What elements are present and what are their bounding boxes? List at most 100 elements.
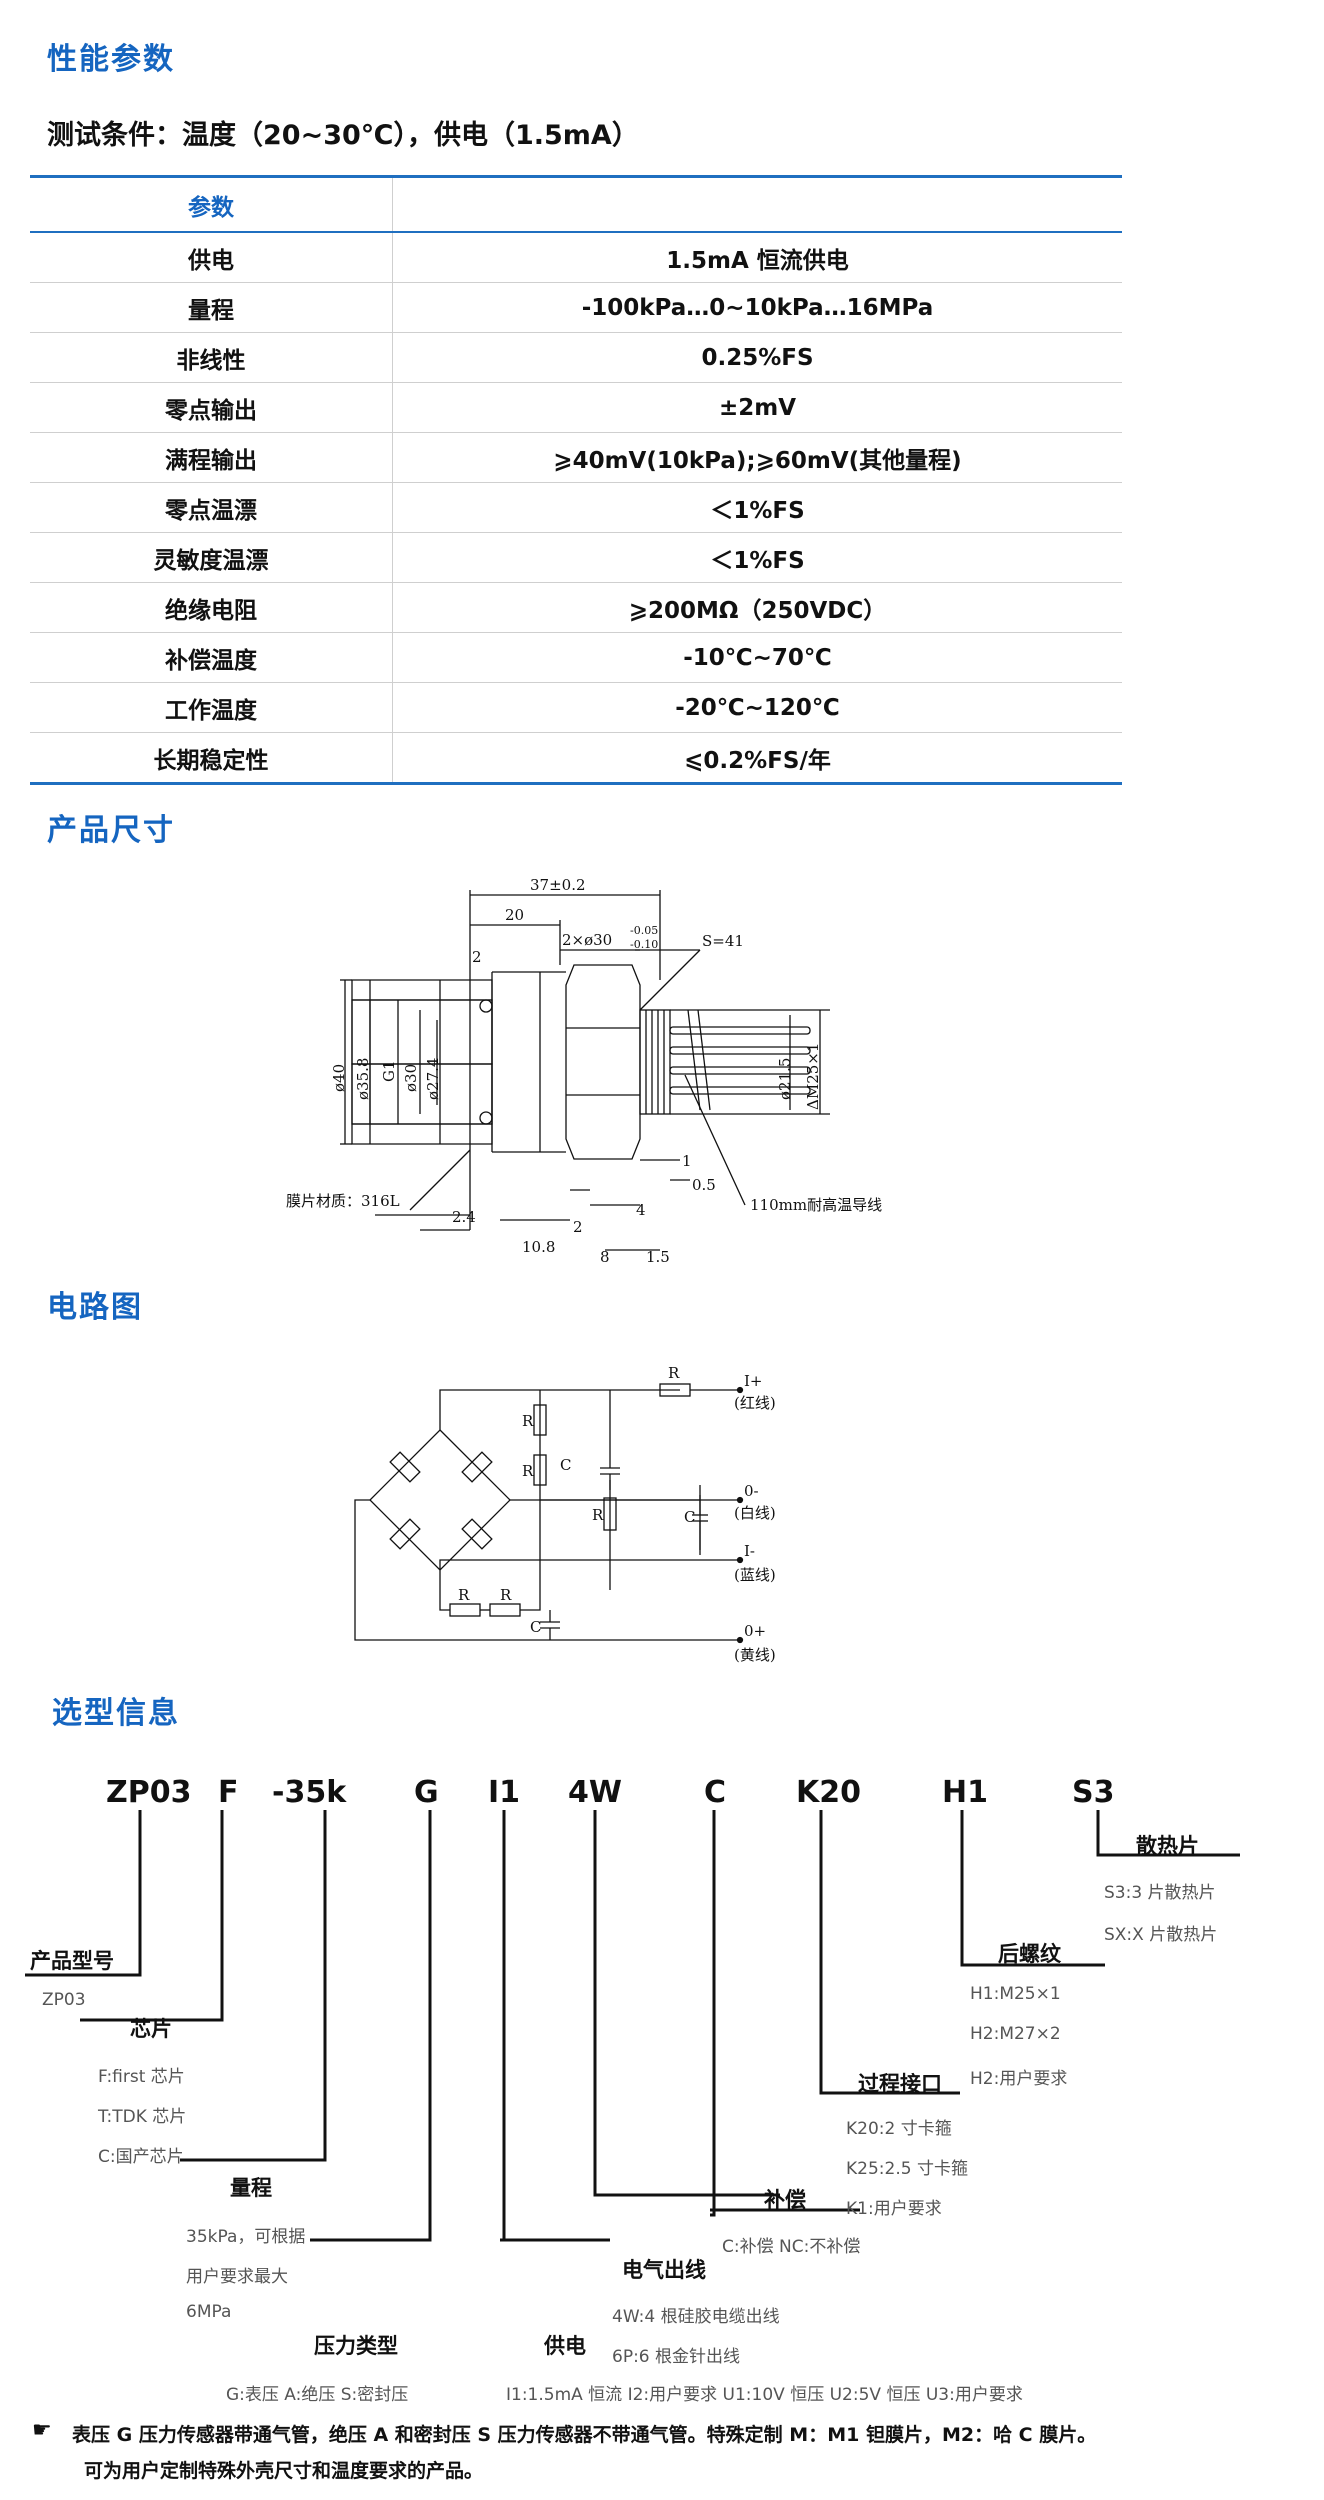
dim-label: -0.05 — [630, 924, 658, 937]
param-value: 1.5mA 恒流供电 — [392, 232, 1122, 283]
group-title-power: 供电 — [544, 2334, 586, 2358]
drawing-body-outline — [351, 979, 493, 1145]
param-value: -20℃~120℃ — [392, 682, 1122, 733]
spec-header-empty — [392, 175, 1122, 233]
drawing-hex-nut — [565, 964, 641, 1160]
selection-connectors — [25, 1810, 1240, 2242]
drawing-thread — [639, 1009, 671, 1115]
option-item: K1:用户要求 — [846, 2199, 942, 2219]
param-name: 绝缘电阻 — [30, 582, 393, 633]
code-output: 4W — [568, 1775, 622, 1810]
dim-label: 37±0.2 — [530, 876, 586, 894]
dimension-drawing: 37±0.2 20 2×ø30 -0.05 -0.10 S=41 2 ø40 ø… — [286, 876, 882, 1266]
code-pressure-type: G — [414, 1775, 439, 1810]
bridge-diamond — [369, 1429, 511, 1571]
table-row: 满程输出⩾40mV(10kPa);⩾60mV(其他量程) — [30, 432, 1122, 483]
code-power: I1 — [488, 1775, 521, 1810]
terminal-pin: I- — [744, 1542, 755, 1560]
code-range: -35k — [272, 1775, 347, 1810]
param-name: 工作温度 — [30, 682, 393, 733]
terminal-color: (黄线) — [734, 1646, 776, 1664]
terminal-pin: 0- — [744, 1482, 759, 1500]
capacitor-label: C — [530, 1618, 541, 1636]
drawing-front-flange — [351, 999, 493, 1065]
param-name: 补偿温度 — [30, 632, 393, 683]
group-title-chip: 芯片 — [130, 2017, 172, 2041]
option-item: K20:2 寸卡箍 — [846, 2119, 952, 2139]
param-name: 长期稳定性 — [30, 732, 393, 785]
param-value: 0.25%FS — [392, 332, 1122, 383]
group-title-process-connection: 过程接口 — [858, 2072, 942, 2096]
terminal-color: (红线) — [734, 1394, 776, 1412]
dim-label: ø40 — [330, 1064, 348, 1092]
dim-label: 2.4 — [452, 1208, 476, 1226]
dim-label: 2 — [573, 1218, 583, 1236]
resistor-label: R — [668, 1364, 680, 1382]
resistor-label: R — [500, 1586, 512, 1604]
table-row: 灵敏度温漂＜1%FS — [30, 532, 1122, 583]
dim-label: 2 — [472, 948, 482, 966]
table-row: 绝缘电阻⩾200MΩ（250VDC） — [30, 582, 1122, 633]
dim-label: ø30 — [402, 1064, 420, 1092]
test-condition: 测试条件：温度（20~30℃），供电（1.5mA） — [47, 120, 639, 151]
dim-label: ø35.8 — [354, 1058, 372, 1100]
table-row: 补偿温度-10℃~70℃ — [30, 632, 1122, 683]
param-name: 供电 — [30, 232, 393, 283]
note-line-2: 可为用户定制特殊外壳尺寸和温度要求的产品。 — [84, 2460, 484, 2482]
dim-label: 8 — [600, 1248, 610, 1266]
wire-note: 110mm耐高温导线 — [750, 1196, 882, 1214]
param-name: 零点输出 — [30, 382, 393, 433]
param-name: 零点温漂 — [30, 482, 393, 533]
resistor-label: R — [522, 1462, 534, 1480]
option-item: T:TDK 芯片 — [98, 2107, 187, 2127]
param-value: -100kPa…0~10kPa…16MPa — [392, 282, 1122, 333]
param-value: ＜1%FS — [392, 532, 1122, 583]
option-item: 6MPa — [186, 2302, 232, 2322]
section-title-selection: 选型信息 — [52, 1696, 180, 1731]
table-row: 零点温漂＜1%FS — [30, 482, 1122, 533]
table-row: 长期稳定性⩽0.2%FS/年 — [30, 732, 1122, 785]
pointing-hand-icon: ☛ — [32, 2418, 52, 2443]
resistor-label: R — [522, 1412, 534, 1430]
option-item: H2:用户要求 — [970, 2069, 1068, 2089]
dim-label: 10.8 — [522, 1238, 555, 1256]
section-title-performance: 性能参数 — [47, 42, 175, 77]
option-item: S3:3 片散热片 — [1104, 1883, 1216, 1903]
code-process-connection: K20 — [796, 1775, 861, 1810]
note-line-1: 表压 G 压力传感器带通气管，绝压 A 和密封压 S 压力传感器不带通气管。特殊… — [72, 2424, 1097, 2446]
param-value: -10℃~70℃ — [392, 632, 1122, 683]
dim-label: 2×ø30 — [562, 931, 612, 949]
code-model: ZP03 — [106, 1775, 192, 1810]
option-item: H2:M27×2 — [970, 2024, 1061, 2044]
option-item: 6P:6 根金针出线 — [612, 2347, 741, 2367]
dim-label: S=41 — [702, 932, 744, 950]
group-title-compensation: 补偿 — [764, 2188, 806, 2212]
drawing-wires — [669, 1009, 811, 1111]
group-title-product-model: 产品型号 — [30, 1949, 114, 1973]
param-value: ⩽0.2%FS/年 — [392, 732, 1122, 785]
code-compensation: C — [704, 1775, 727, 1810]
table-row: 量程-100kPa…0~10kPa…16MPa — [30, 282, 1122, 333]
group-title-heat-sink: 散热片 — [1136, 1834, 1199, 1858]
terminal-pin: 0+ — [744, 1622, 766, 1640]
membrane-note: 膜片材质：316L — [286, 1192, 400, 1210]
code-chip: F — [218, 1775, 239, 1810]
param-name: 量程 — [30, 282, 393, 333]
param-name: 灵敏度温漂 — [30, 532, 393, 583]
group-title-electrical-output: 电气出线 — [622, 2258, 706, 2282]
circuit-diagram: R R R R R R C C C I+ (红线) 0- (白线) I- (蓝线… — [354, 1364, 776, 1664]
table-row: 零点输出±2mV — [30, 382, 1122, 433]
dim-label: G1 — [380, 1060, 398, 1082]
resistor-label: R — [458, 1586, 470, 1604]
dim-label: 1.5 — [646, 1248, 670, 1266]
dim-label: ø21.5 — [776, 1058, 794, 1100]
capacitor-label: C — [560, 1456, 571, 1474]
option-item: K25:2.5 寸卡箍 — [846, 2159, 968, 2179]
option-item: 4W:4 根硅胶电缆出线 — [612, 2307, 780, 2327]
resistor-label: R — [592, 1506, 604, 1524]
option-item: F:first 芯片 — [98, 2067, 185, 2087]
option-item: SX:X 片散热片 — [1104, 1925, 1218, 1945]
group-title-back-thread: 后螺纹 — [998, 1942, 1061, 1966]
